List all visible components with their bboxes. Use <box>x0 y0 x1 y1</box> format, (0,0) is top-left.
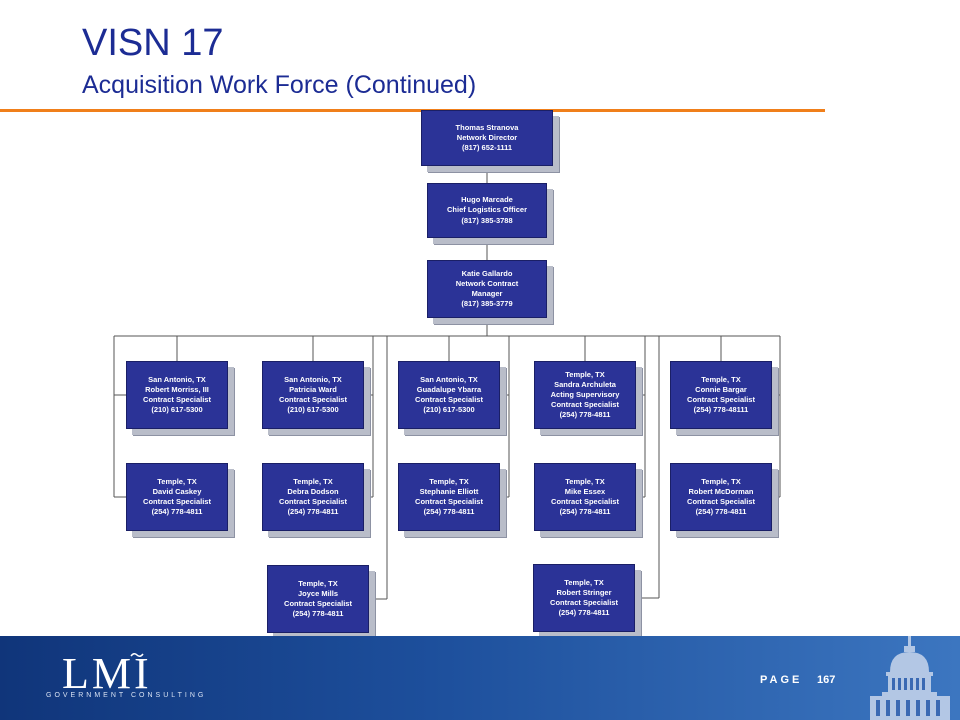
page-label: PAGE <box>760 674 803 686</box>
box-line: Contract Specialist <box>551 400 619 410</box>
box-line: Temple, TX <box>565 369 605 379</box>
box-line: Joyce Mills <box>297 588 339 598</box>
box-line: Thomas Stranova <box>455 122 519 132</box>
box-line: (210) 617-5300 <box>423 405 475 415</box>
box-line: Temple, TX <box>564 577 604 587</box>
org-box-chief-logistics-officer: Hugo Marcade Chief Logistics Officer (81… <box>427 183 547 238</box>
lmi-logo: LMI <box>62 649 152 698</box>
box-line: Hugo Marcade <box>461 195 513 205</box>
box-line: San Antonio, TX <box>420 374 478 384</box>
org-box-specialist: Temple, TX Joyce Mills Contract Speciali… <box>267 565 369 633</box>
box-line: Contract Specialist <box>415 497 483 506</box>
box-line: Robert McDorman <box>688 486 754 496</box>
org-box-specialist: San Antonio, TX Guadalupe Ybarra Contrac… <box>398 361 500 429</box>
box-line: (210) 617-5300 <box>287 405 339 415</box>
box-line: Temple, TX <box>429 476 469 486</box>
box-line: Contract Specialist <box>687 395 755 404</box>
box-line: Temple, TX <box>701 374 741 384</box>
page-number: 167 <box>817 674 836 686</box>
box-line: (254) 778-4811 <box>559 507 611 517</box>
box-line: Temple, TX <box>701 476 741 486</box>
org-box-specialist: Temple, TX Robert McDorman Contract Spec… <box>670 463 772 531</box>
box-line: Manager <box>471 289 503 298</box>
box-line: Contract Specialist <box>550 598 618 607</box>
box-line: Network Contract <box>455 278 519 288</box>
box-line: Guadalupe Ybarra <box>416 384 482 394</box>
org-box-specialist: Temple, TX Stephanie Elliott Contract Sp… <box>398 463 500 531</box>
box-line: Sandra Archuleta <box>554 379 616 389</box>
capitol-dome-icon <box>870 636 950 720</box>
box-line: Contract Specialist <box>279 395 347 404</box>
box-line: Contract Specialist <box>143 395 211 404</box>
box-line: (254) 778-4811 <box>559 410 611 420</box>
box-line: Patricia Ward <box>289 384 337 394</box>
org-box-specialist: San Antonio, TX Patricia Ward Contract S… <box>262 361 364 429</box>
box-line: Contract Specialist <box>415 395 483 404</box>
org-box-specialist: Temple, TX Sandra Archuleta Acting Super… <box>534 361 636 429</box>
org-box-specialist: Temple, TX Mike Essex Contract Specialis… <box>534 463 636 531</box>
box-line: (254) 778-4811 <box>423 507 475 517</box>
box-line: Contract Specialist <box>143 497 211 506</box>
footer-band <box>0 636 960 720</box>
slide-subtitle: Acquisition Work Force (Continued) <box>82 71 477 99</box>
lmi-logo-subtext: GOVERNMENT CONSULTING <box>46 692 207 699</box>
org-connector-lines <box>113 166 781 600</box>
org-box-specialist: Temple, TX Debra Dodson Contract Special… <box>262 463 364 531</box>
box-line: Acting Supervisory <box>550 389 620 399</box>
box-line: San Antonio, TX <box>148 374 206 384</box>
box-line: (817) 385-3788 <box>461 215 513 225</box>
box-line: Robert Morriss, III <box>145 384 209 394</box>
box-line: Contract Specialist <box>284 599 352 608</box>
slide-title: VISN 17 <box>82 22 224 64</box>
box-line: Contract Specialist <box>687 497 755 506</box>
box-line: San Antonio, TX <box>284 374 342 384</box>
box-line: Mike Essex <box>564 486 606 496</box>
org-box-specialist: Temple, TX Robert Stringer Contract Spec… <box>533 564 635 632</box>
org-box-network-contract-manager: Katie Gallardo Network Contract Manager … <box>427 260 547 318</box>
box-line: (817) 652-1111 <box>461 143 513 153</box>
box-line: (254) 778-4811 <box>292 609 344 619</box>
box-line: Robert Stringer <box>556 587 612 597</box>
box-line: Contract Specialist <box>551 497 619 506</box>
box-line: David Caskey <box>152 486 202 496</box>
box-line: Temple, TX <box>298 578 338 588</box>
box-line: (254) 778-4811 <box>695 507 747 517</box>
box-line: Connie Bargar <box>695 384 747 394</box>
org-box-specialist: San Antonio, TX Robert Morriss, III Cont… <box>126 361 228 429</box>
box-line: Network Director <box>456 132 518 142</box>
box-line: (817) 385-3779 <box>461 299 513 309</box>
box-line: Temple, TX <box>565 476 605 486</box>
logo-tilde-mark <box>130 652 144 658</box>
box-line: Temple, TX <box>293 476 333 486</box>
box-line: Chief Logistics Officer <box>446 205 527 215</box>
box-line: (254) 778-48111 <box>693 405 749 415</box>
box-line: Temple, TX <box>157 476 197 486</box>
org-box-network-director: Thomas Stranova Network Director (817) 6… <box>421 110 553 166</box>
org-box-specialist: Temple, TX David Caskey Contract Special… <box>126 463 228 531</box>
box-line: Contract Specialist <box>279 497 347 506</box>
box-line: Katie Gallardo <box>461 268 513 278</box>
box-line: (254) 778-4811 <box>558 608 610 618</box>
org-box-specialist: Temple, TX Connie Bargar Contract Specia… <box>670 361 772 429</box>
box-line: (254) 778-4811 <box>287 507 339 517</box>
title-divider <box>0 109 825 112</box>
box-line: (254) 778-4811 <box>151 507 203 517</box>
box-line: Debra Dodson <box>287 486 339 496</box>
box-line: Stephanie Elliott <box>419 486 479 496</box>
box-line: (210) 617-5300 <box>151 405 203 415</box>
